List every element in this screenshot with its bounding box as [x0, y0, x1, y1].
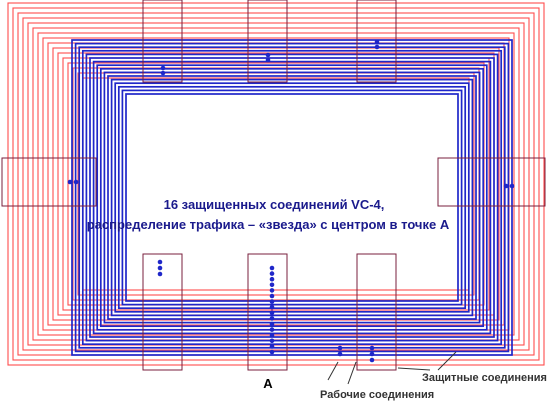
termination-dot: [269, 299, 275, 304]
termination-dot: [269, 327, 275, 332]
working-loop: [92, 60, 492, 335]
termination-dot: [269, 332, 275, 338]
working-loop: [89, 57, 495, 338]
termination-dot: [160, 70, 166, 76]
termination-dot: [269, 321, 275, 327]
working-loop: [85, 53, 499, 342]
termination-dot: [157, 271, 163, 277]
termination-dot: [369, 357, 375, 363]
working-loop: [71, 39, 513, 356]
termination-dot: [337, 345, 343, 351]
protection-loop: [57, 52, 495, 316]
caption-line-2: распределение трафика – «звезда» с центр…: [87, 217, 450, 232]
node-box-top-3: [356, 0, 397, 83]
legend-pointers: [327, 351, 457, 385]
legend-pointer-line: [347, 361, 357, 385]
termination-dot: [269, 271, 275, 276]
working-loop: [96, 64, 488, 331]
node-box-top-2: [247, 0, 288, 83]
working-loop: [81, 49, 503, 346]
legend-pointer-line: [397, 367, 431, 371]
protection-loop: [32, 27, 520, 341]
termination-dot: [269, 265, 275, 271]
termination-dot: [503, 183, 509, 189]
protection-loop: [77, 72, 475, 296]
termination-dot: [157, 259, 163, 265]
termination-dot: [269, 316, 275, 321]
termination-dot: [369, 345, 375, 351]
working-loop: [114, 82, 470, 313]
node-label-a: А: [263, 376, 273, 391]
termination-dot: [269, 288, 275, 293]
termination-dot: [67, 179, 73, 185]
termination-dot: [269, 344, 275, 349]
termination-dot: [269, 338, 275, 344]
node-box-bottom-3: [356, 253, 397, 371]
node-box-left: [1, 157, 97, 207]
termination-dot: [157, 265, 163, 271]
working-loop: [78, 46, 506, 349]
protection-loop: [67, 62, 485, 306]
protection-loop: [82, 77, 470, 291]
termination-dot: [269, 310, 275, 316]
legend-protection-label: Защитные соединения: [422, 372, 547, 384]
node-box-bottom-2: [247, 253, 288, 371]
termination-dot: [160, 65, 166, 71]
working-loop: [74, 42, 510, 353]
termination-dot: [73, 179, 79, 185]
protection-loop: [47, 42, 505, 326]
termination-dot: [374, 44, 380, 50]
legend-pointer-line: [437, 351, 457, 371]
working-loop: [110, 78, 474, 317]
working-connections: [71, 39, 513, 356]
network-nodes: [1, 0, 546, 371]
termination-dot: [269, 293, 275, 299]
working-loop: [117, 85, 467, 310]
termination-dot: [509, 183, 515, 189]
protection-loop: [7, 2, 545, 366]
protection-loop: [37, 32, 515, 336]
protection-loop: [62, 57, 490, 311]
protection-loop: [27, 22, 525, 346]
termination-dot: [369, 351, 375, 357]
termination-dot: [374, 39, 380, 45]
working-loop: [99, 67, 485, 328]
termination-points: [67, 39, 515, 363]
working-loop: [103, 71, 481, 324]
termination-dot: [269, 276, 275, 282]
termination-dot: [269, 282, 275, 288]
node-box-top-1: [142, 0, 183, 83]
termination-dot: [269, 349, 275, 355]
node-box-right: [437, 157, 546, 207]
protection-loop: [12, 7, 540, 361]
termination-dot: [269, 304, 275, 310]
working-loop: [107, 75, 477, 320]
protection-loop: [72, 67, 480, 301]
termination-dot: [265, 52, 271, 58]
node-box-bottom-1: [142, 253, 183, 371]
legend-working-label: Рабочие соединения: [320, 389, 434, 401]
caption-line-1: 16 защищенных соединений VC-4,: [164, 197, 385, 212]
protection-loop: [17, 12, 535, 356]
working-loop: [121, 89, 463, 306]
working-loop: [125, 93, 459, 302]
termination-dot: [265, 57, 271, 63]
legend-pointer-line: [327, 361, 339, 381]
termination-dot: [337, 351, 343, 357]
protection-loop: [52, 47, 500, 321]
protection-loop: [22, 17, 530, 351]
